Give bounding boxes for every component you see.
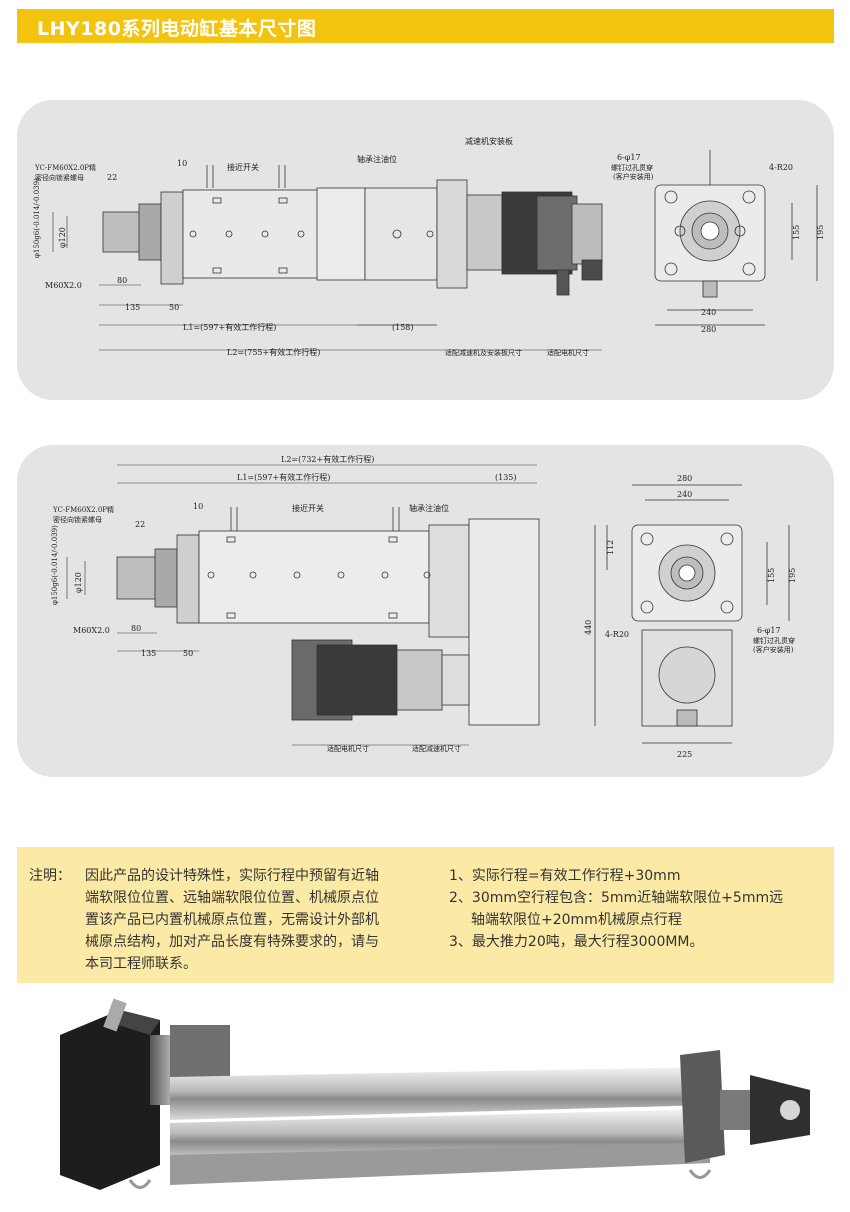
dim-80: 80 xyxy=(117,276,127,285)
dim-280: 280 xyxy=(677,474,692,483)
bearing-oil-label: 轴承注油位 xyxy=(357,154,397,164)
dim-240: 240 xyxy=(677,490,692,499)
note-left-line: 械原点结构，加对产品长度有特殊要求的，请与 xyxy=(85,934,379,950)
reducer-size-label: 适配减速机及安装板尺寸 xyxy=(445,348,522,357)
folded-drawing: L2=(732+有效工作行程) L1=(597+有效工作行程) (135) YC… xyxy=(51,454,797,759)
dim-22: 22 xyxy=(135,520,145,529)
side-plate xyxy=(468,518,540,726)
dim-135: 135 xyxy=(125,303,140,312)
dim-l1: L1=(597+有效工作行程) xyxy=(237,472,330,482)
dim-440: 440 xyxy=(584,620,593,635)
dim-phi120: φ120 xyxy=(74,572,83,593)
cylinder-body xyxy=(198,530,430,624)
drawing-panel-folded: L2=(732+有效工作行程) L1=(597+有效工作行程) (135) YC… xyxy=(17,445,834,777)
dim-50: 50 xyxy=(169,303,179,312)
dim-phi120: φ120 xyxy=(58,227,67,248)
note-item-3: 3、最大推力20吨，最大行程3000MM。 xyxy=(449,934,704,950)
dim-135p: (135) xyxy=(495,473,517,482)
product-photo xyxy=(60,998,810,1190)
nut-label-2: 密径向锁紧螺母 xyxy=(53,515,102,524)
end-view-2 xyxy=(594,484,790,744)
reducer-plate-label: 减速机安装板 xyxy=(465,136,513,146)
dim-phi150: φ150g6(-0.014/-0.039) xyxy=(33,178,41,258)
dim-195: 195 xyxy=(816,225,825,240)
proximity-label: 接近开关 xyxy=(227,162,259,172)
dim-m60: M60X2.0 xyxy=(73,626,110,635)
holes-label: 6-φ17 xyxy=(617,153,641,162)
dim-l2: L2=(732+有效工作行程) xyxy=(281,454,374,464)
note-left: 因此产品的设计特殊性，实际行程中预留有近轴 端软限位位置、远轴端软限位位置、机械… xyxy=(85,865,455,975)
title-bar: LHY180系列电动缸基本尺寸图 xyxy=(17,9,834,43)
note-item-2-cont: 轴端软限位+20mm机械原点行程 xyxy=(471,912,682,928)
note-item-2: 2、30mm空行程包含：5mm近轴端软限位+5mm远 xyxy=(449,890,784,906)
dim-155: 155 xyxy=(792,225,801,240)
dim-l1: L1=(597+有效工作行程) xyxy=(183,322,276,332)
inline-drawing: YC-FM60X2.0P精 密径向锁紧螺母 10 22 接近开关 轴承注油位 减… xyxy=(33,136,825,357)
cylinder-body xyxy=(182,189,319,279)
holes-label: 6-φ17 xyxy=(757,626,781,635)
note-right: 1、实际行程=有效工作行程+30mm 2、30mm空行程包含：5mm近轴端软限位… xyxy=(449,865,829,953)
bearing-oil-label: 轴承注油位 xyxy=(409,503,449,513)
note-left-line: 因此产品的设计特殊性，实际行程中预留有近轴 xyxy=(85,868,379,884)
rod-nut xyxy=(102,211,142,253)
r20-label: 4-R20 xyxy=(605,630,629,639)
dim-80: 80 xyxy=(131,624,141,633)
dim-112: 112 xyxy=(606,540,615,555)
dim-l2: L2=(755+有效工作行程) xyxy=(227,347,320,357)
note-left-line: 本司工程师联系。 xyxy=(85,956,197,972)
reducer xyxy=(466,194,503,271)
dim-280: 280 xyxy=(701,325,716,334)
dim-50: 50 xyxy=(183,649,193,658)
dim-195: 195 xyxy=(788,568,797,583)
dim-240: 240 xyxy=(701,308,716,317)
holes-note-1: 螺钉过孔贯穿 xyxy=(611,163,653,172)
note-box: 注明： 因此产品的设计特殊性，实际行程中预留有近轴 端软限位位置、远轴端软限位位… xyxy=(17,847,834,983)
dim-m60: M60X2.0 xyxy=(45,281,82,290)
reducer-size-label: 适配减速机尺寸 xyxy=(412,744,461,753)
note-head: 注明： xyxy=(29,868,71,884)
end-view-1 xyxy=(654,150,818,326)
motor-size-label: 适配电机尺寸 xyxy=(547,348,589,357)
holes-note-2: (客户安装用) xyxy=(613,172,654,181)
dim-135: 135 xyxy=(141,649,156,658)
nut-label-2: 密径向锁紧螺母 xyxy=(35,173,84,182)
proximity-label: 接近开关 xyxy=(292,503,324,513)
note-left-line: 置该产品已内置机械原点位置，无需设计外部机 xyxy=(85,912,379,928)
nut-label-1: YC-FM60X2.0P精 xyxy=(52,505,114,514)
dim-155: 155 xyxy=(767,568,776,583)
dim-22: 22 xyxy=(107,173,117,182)
rod-nut xyxy=(116,556,158,600)
note-left-line: 端软限位位置、远轴端软限位位置、机械原点位 xyxy=(85,890,379,906)
dim-10: 10 xyxy=(193,502,203,511)
drawing-panel-inline: YC-FM60X2.0P精 密径向锁紧螺母 10 22 接近开关 轴承注油位 减… xyxy=(17,100,834,400)
page-title: LHY180系列电动缸基本尺寸图 xyxy=(37,18,317,40)
holes-note-2: (客户安装用) xyxy=(753,645,794,654)
holes-note-1: 螺钉过孔贯穿 xyxy=(753,636,795,645)
motor-size-label: 适配电机尺寸 xyxy=(327,744,369,753)
dim-158: (158) xyxy=(392,323,414,332)
reducer-plate xyxy=(436,179,468,289)
r20-label: 4-R20 xyxy=(769,163,793,172)
dim-225: 225 xyxy=(677,750,692,759)
note-item-1: 1、实际行程=有效工作行程+30mm xyxy=(449,868,681,884)
dim-10: 10 xyxy=(177,159,187,168)
nut-label-1: YC-FM60X2.0P精 xyxy=(34,163,96,172)
dim-phi150: φ150g6(-0.014/-0.039) xyxy=(51,525,59,605)
